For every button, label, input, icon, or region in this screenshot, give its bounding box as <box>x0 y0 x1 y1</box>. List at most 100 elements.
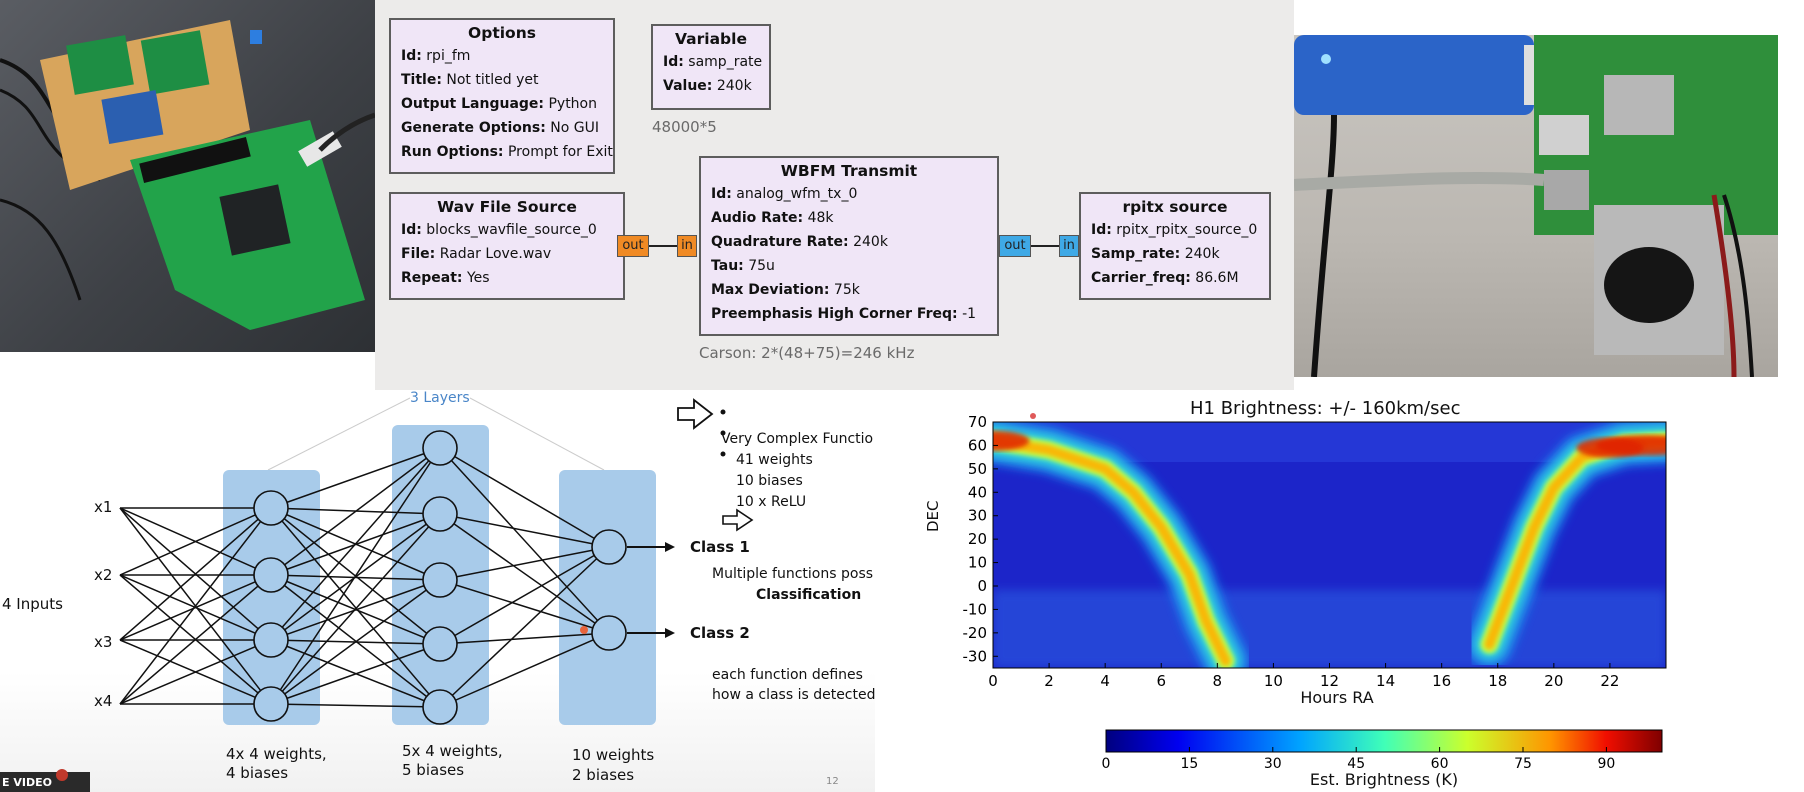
raspberry-pi-photo <box>1294 35 1778 377</box>
pcb-photo <box>0 0 375 352</box>
block-param: Id: rpi_fm <box>401 48 471 64</box>
wbfm-transmit-block[interactable]: WBFM Transmit Id: analog_wfm_tx_0 Audio … <box>699 156 999 336</box>
arrow-icon <box>722 508 754 532</box>
y-tick-label: 10 <box>968 554 987 572</box>
layer-1-neuron <box>253 557 289 593</box>
options-block-title: Options <box>468 24 536 42</box>
layer-1-box <box>223 470 320 725</box>
layer-2-neuron <box>422 689 458 725</box>
block-param: Value: 240k <box>663 78 752 94</box>
complex-bullet-3: 10 x ReLU <box>736 494 807 510</box>
block-param: Max Deviation: 75k <box>711 282 860 298</box>
input-label-x1: x1 <box>94 498 113 516</box>
block-param: Quadrature Rate: 240k <box>711 234 888 250</box>
layer-1-neuron <box>253 622 289 658</box>
x-axis-label: Hours RA <box>1300 688 1374 707</box>
raspberry-pi-photo-image <box>1294 35 1778 377</box>
block-param: Id: rpitx_rpitx_source_0 <box>1091 222 1258 238</box>
colorbar-tick-label: 15 <box>1180 756 1198 772</box>
block-param: Samp_rate: 240k <box>1091 246 1220 262</box>
complex-bullet-2: 10 biases <box>736 473 803 489</box>
output-neuron <box>591 615 627 651</box>
wbfm-out-port[interactable]: out <box>999 235 1031 257</box>
slide-page-number: 12 <box>826 776 839 787</box>
x-tick-label: 8 <box>1213 672 1223 690</box>
colorbar-tick-label: 75 <box>1514 756 1532 772</box>
brightness-peak <box>993 430 1030 451</box>
colorbar-tick-label: 30 <box>1264 756 1282 772</box>
block-param: Audio Rate: 48k <box>711 210 834 226</box>
colorbar-label: Est. Brightness (K) <box>1309 770 1459 789</box>
colorbar-tick-label: 60 <box>1431 756 1449 772</box>
y-tick-label: 60 <box>968 436 987 454</box>
video-badge: E VIDEO <box>2 776 52 789</box>
y-tick-label: 50 <box>968 460 987 478</box>
layer-2-caption-line1: 5x 4 weights, <box>402 742 503 760</box>
gnuradio-flowgraph: Options Id: rpi_fm Title: Not titled yet… <box>375 0 1294 390</box>
neural-network-slide: 3 Layers x1 x2 x3 x4 4 Inputs Class 1 Cl… <box>0 390 875 792</box>
galactic-band-series <box>993 435 1231 666</box>
complex-bullet-1: 41 weights <box>736 452 813 468</box>
colorbar-tick-label: 45 <box>1347 756 1365 772</box>
variable-block[interactable]: Variable Id: samp_rate Value: 240k <box>651 24 771 110</box>
chart-title: H1 Brightness: +/- 160km/sec <box>1190 398 1461 419</box>
classification-text: Classification <box>756 587 862 603</box>
layer-2-neuron <box>422 496 458 532</box>
layer-3-box <box>559 470 656 725</box>
block-param: Repeat: Yes <box>401 270 490 286</box>
colorbar-tick-label: 90 <box>1597 756 1615 772</box>
layer-1-caption-line2: 4 biases <box>226 764 289 782</box>
rpitx-in-port[interactable]: in <box>1059 235 1079 257</box>
input-label-x3: x3 <box>94 633 113 651</box>
rpitx-block-title: rpitx source <box>1122 198 1228 216</box>
wbfm-in-port[interactable]: in <box>677 235 697 257</box>
wav-file-source-block[interactable]: Wav File Source Id: blocks_wavfile_sourc… <box>389 192 625 300</box>
x-tick-label: 20 <box>1544 672 1563 690</box>
y-axis-label: DEC <box>924 500 942 532</box>
x-tick-label: 16 <box>1432 672 1451 690</box>
block-param: Tau: 75u <box>711 258 775 274</box>
block-param: Output Language: Python <box>401 96 597 112</box>
block-param: Id: blocks_wavfile_source_0 <box>401 222 597 238</box>
variable-expression: 48000*5 <box>652 118 717 136</box>
block-param: Title: Not titled yet <box>401 72 539 88</box>
output-class-2: Class 2 <box>690 624 750 642</box>
colorbar <box>1105 729 1663 753</box>
defines-text-line1: each function defines <box>712 667 863 683</box>
output-class-1: Class 1 <box>690 538 750 556</box>
output-neuron <box>591 529 627 565</box>
y-tick-label: 30 <box>968 507 987 525</box>
rpitx-source-block[interactable]: rpitx source Id: rpitx_rpitx_source_0 Sa… <box>1079 192 1271 300</box>
layer-3-caption-line1: 10 weights <box>572 746 655 764</box>
inputs-label: 4 Inputs <box>2 595 63 613</box>
layer-3-caption-line2: 2 biases <box>572 766 635 784</box>
layer-2-caption-line2: 5 biases <box>402 761 465 779</box>
y-tick-label: 70 <box>968 413 987 431</box>
options-block[interactable]: Options Id: rpi_fm Title: Not titled yet… <box>389 18 615 174</box>
hydrogen-brightness-chart: H1 Brightness: +/- 160km/sec 70 6 <box>875 390 1804 792</box>
block-param: Preemphasis High Corner Freq: -1 <box>711 306 977 322</box>
y-tick-label: 40 <box>968 483 987 501</box>
block-param: Id: samp_rate <box>663 54 763 70</box>
block-param: Carrier_freq: 86.6M <box>1091 270 1239 286</box>
y-tick-label: -10 <box>963 600 988 618</box>
carson-note: Carson: 2*(48+75)=246 kHz <box>699 344 915 362</box>
input-label-x2: x2 <box>94 566 113 584</box>
y-tick-label: 0 <box>977 577 987 595</box>
layer-1-neuron <box>253 490 289 526</box>
block-param: Generate Options: No GUI <box>401 120 599 136</box>
x-tick-label: 4 <box>1100 672 1110 690</box>
wav-out-port[interactable]: out <box>617 235 649 257</box>
x-tick-label: 12 <box>1320 672 1339 690</box>
y-tick-label: -30 <box>963 647 988 665</box>
complex-function-title: Very Complex Functio <box>721 431 874 447</box>
x-tick-label: 6 <box>1156 672 1166 690</box>
x-tick-label: 18 <box>1488 672 1507 690</box>
layer-2-neuron <box>422 562 458 598</box>
variable-block-title: Variable <box>675 30 747 48</box>
layers-label: 3 Layers <box>410 390 470 406</box>
x-tick-label: 22 <box>1600 672 1619 690</box>
block-param: Run Options: Prompt for Exit <box>401 144 613 160</box>
pcb-photo-image <box>0 20 375 330</box>
